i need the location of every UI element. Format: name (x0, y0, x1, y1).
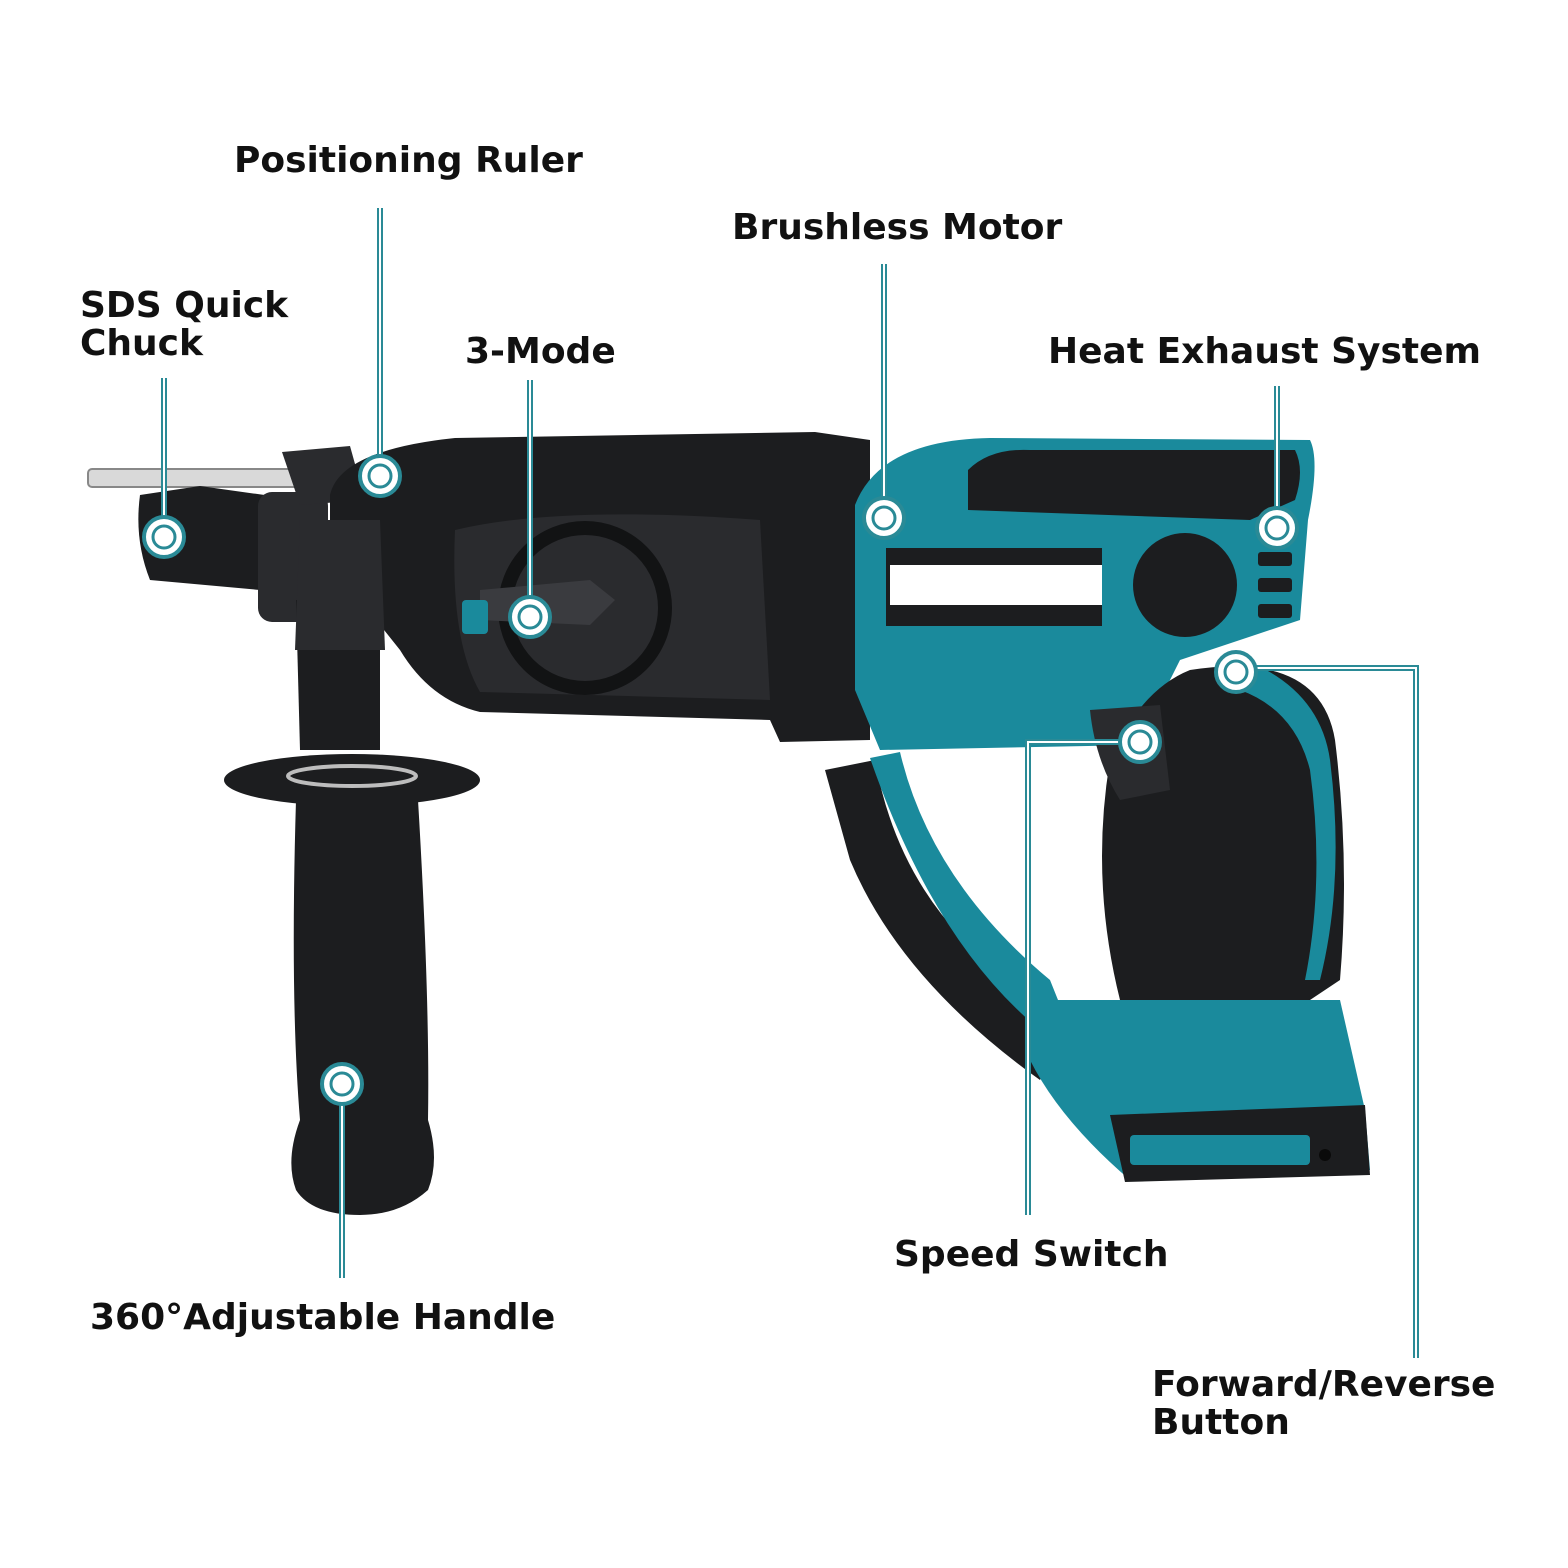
marker-forward-reverse-icon (1214, 650, 1258, 694)
marker-speed-switch-icon (1118, 720, 1162, 764)
side-handle-neck-detail (295, 520, 385, 650)
marker-brushless-motor-icon (862, 496, 906, 540)
front-grip-teal-trim (870, 752, 1070, 1045)
side-handle-grip (291, 800, 434, 1215)
marker-positioning-ruler-icon (358, 454, 402, 498)
callout-markers (142, 454, 1299, 1106)
side-handle-guard-ring (286, 764, 418, 788)
label-brushless-motor: Brushless Motor (732, 207, 1063, 248)
label-forward-reverse-button: Forward/Reverse Button (1152, 1364, 1496, 1443)
callout-lines-inner (163, 208, 1417, 1358)
label-heat-exhaust-system: Heat Exhaust System (1048, 331, 1482, 372)
label-speed-switch: Speed Switch (894, 1234, 1169, 1275)
marker-sds-chuck-icon (142, 515, 186, 559)
label-three-mode: 3-Mode (465, 331, 616, 372)
motor-label-window (890, 565, 1102, 605)
mode-selector-tab (462, 600, 488, 634)
rear-handle-teal-trim (1240, 660, 1336, 980)
battery-base-led (1319, 1149, 1331, 1161)
side-handle-guard (224, 754, 480, 806)
mode-dial-panel (454, 514, 770, 700)
marker-adjustable-handle-icon (320, 1062, 364, 1106)
front-grip-loop (825, 760, 1060, 1080)
motor-round-cover (1133, 533, 1237, 637)
marker-heat-exhaust-icon (1255, 506, 1299, 550)
label-sds-quick-chuck: SDS Quick Chuck (80, 285, 289, 364)
marker-three-mode-icon (508, 595, 552, 639)
motor-top-panel (968, 449, 1300, 520)
label-positioning-ruler: Positioning Ruler (234, 140, 583, 181)
label-adjustable-handle: 360°Adjustable Handle (90, 1297, 556, 1338)
rotary-hammer-drill (87, 432, 1370, 1215)
battery-base-stripe (1130, 1135, 1310, 1165)
heat-exhaust-vents (1258, 552, 1292, 618)
